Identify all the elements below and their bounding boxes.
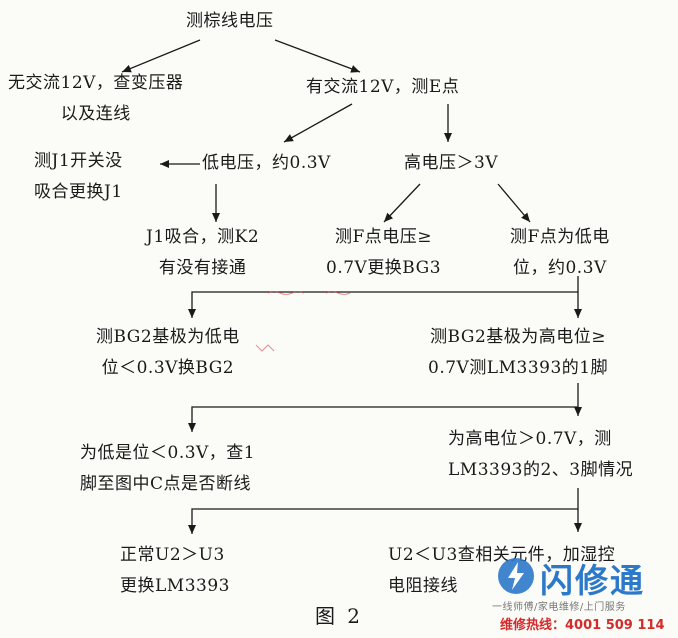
arrow-f-low-to-bg2-branch	[188, 276, 579, 318]
node-bg2-low: 测BG2基极为低电 位＜0.3V换BG2	[96, 327, 240, 378]
red-scan-mark	[267, 291, 305, 295]
node-pin1-high: 为高电位＞0.7V，测 LM3393的2、3脚情况	[448, 429, 634, 480]
arrow-bg2-high-to-pin1-branch	[188, 383, 579, 432]
watermark-tagline: 一线师傅/家电维修/上门服务	[492, 602, 626, 613]
node-no-ac: 无交流12V，查变压器 以及连线	[8, 73, 184, 124]
red-scan-mark	[255, 344, 275, 352]
arrow-root-to-has-ac	[274, 39, 361, 73]
node-f-point-low: 测F点为低电 位，约0.3V	[510, 227, 610, 278]
node-f-point-high: 测F点电压≥ 0.7V更换BG3	[326, 227, 442, 278]
watermark-hotline: 维修热线：4001 509 114	[500, 618, 665, 633]
arrow-has-ac-to-low-v	[283, 103, 353, 143]
node-pin1-low: 为低是位＜0.3V，查1 脚至图中C点是否断线	[80, 443, 256, 494]
arrow-root-to-no-ac	[121, 39, 201, 73]
node-measure-brown-wire: 测棕线电压	[186, 11, 274, 31]
figure-caption: 图 2	[314, 604, 364, 628]
arrow-high-v-to-f-low	[497, 183, 531, 223]
node-j1-closed: J1吸合，测K2 有没有接通	[146, 227, 260, 278]
node-low-voltage: 低电压，约0.3V	[202, 153, 331, 173]
red-scan-mark	[325, 291, 351, 295]
watermark-logo: 闪修通 一线师傅/家电维修/上门服务 维修热线：4001 509 114	[488, 556, 674, 634]
node-check-j1: 测J1开关没 吸合更换J1	[34, 151, 123, 202]
node-normal-replace: 正常U2＞U3 更换LM3393	[120, 545, 230, 596]
node-has-ac: 有交流12V，测E点	[306, 77, 460, 97]
node-bg2-high: 测BG2基极为高电位≥ 0.7V测LM3393的1脚	[428, 327, 609, 378]
node-high-voltage: 高电压＞3V	[404, 153, 499, 173]
watermark-brand-name: 闪修通	[540, 561, 645, 600]
node-u2-less-u3: U2＜U3查相关元件，加湿控 电阻接线	[388, 545, 616, 596]
lightning-icon	[498, 558, 534, 594]
arrow-high-v-to-f-high	[383, 183, 421, 223]
arrow-pin1-high-to-u-branch	[188, 488, 579, 534]
